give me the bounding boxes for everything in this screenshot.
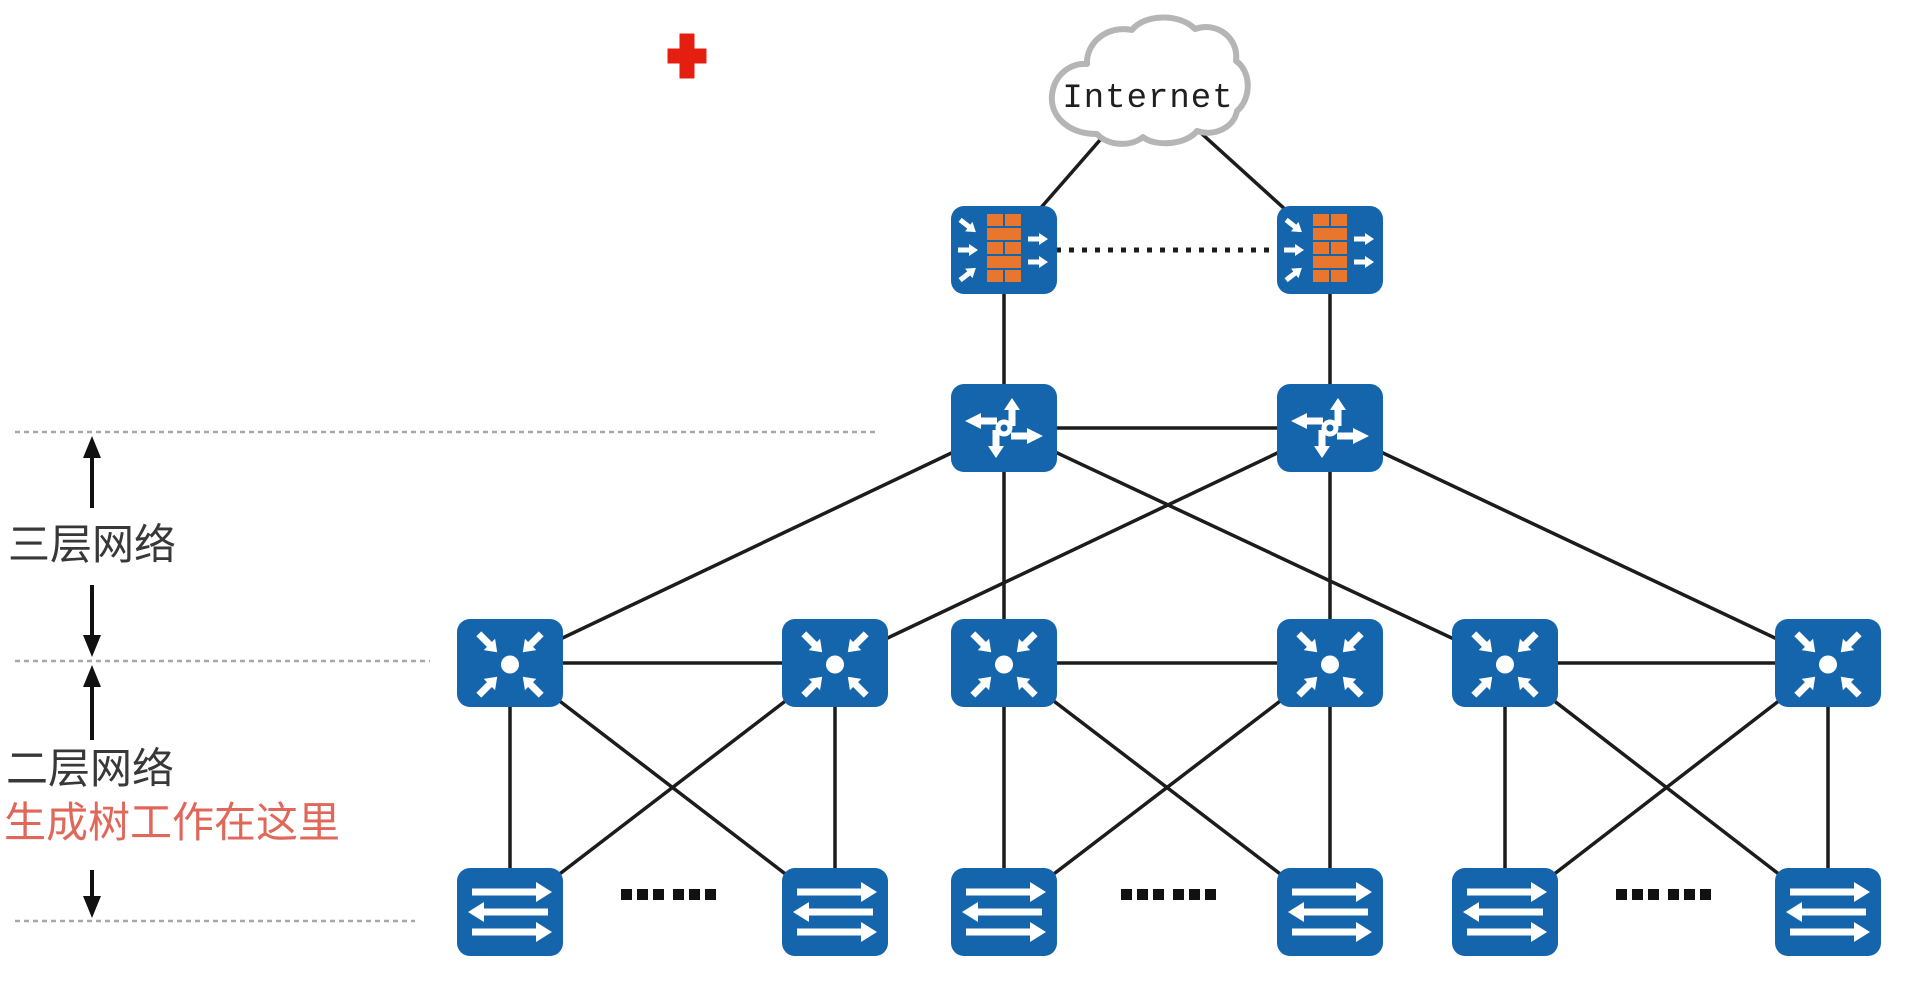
ellipsis-pod-3-dot-6: [1700, 889, 1711, 900]
internet-label: Internet: [1062, 80, 1234, 118]
link-agg-switch-2-access-switch-1: [508, 661, 837, 914]
access-switch-5-icon: [1452, 868, 1558, 956]
red-cross-marker: [667, 48, 707, 64]
agg-switch-6-icon: [1775, 619, 1881, 707]
link-core-router-2-agg-switch-6: [1329, 426, 1829, 665]
devices-layer: [457, 17, 1881, 956]
ellipsis-pod-3-dot-4: [1668, 889, 1679, 900]
ellipsis-pod-3-dot-1: [1616, 889, 1627, 900]
ellipsis-pod-1-dot-5: [689, 889, 700, 900]
layer3-network-label: 三层网络: [8, 521, 177, 568]
layer3-arrow-down-head: [83, 635, 101, 657]
ellipsis-pod-3-dot-2: [1632, 889, 1643, 900]
link-agg-switch-4-access-switch-3: [1002, 661, 1332, 914]
ellipsis-pod-2-dot-1: [1121, 889, 1132, 900]
access-switch-1-icon: [457, 868, 563, 956]
annotations-layer: [15, 33, 1711, 923]
agg-switch-5-icon: [1452, 619, 1558, 707]
ellipsis-pod-3-dot-3: [1648, 889, 1659, 900]
spanning-tree-note: 生成树工作在这里: [4, 799, 341, 846]
layer2-network-label: 二层网络: [6, 745, 175, 792]
agg-switch-4-icon: [1277, 619, 1383, 707]
access-switch-2-icon: [782, 868, 888, 956]
access-switch-4-icon: [1277, 868, 1383, 956]
core-router-1-icon: [951, 384, 1057, 472]
access-switch-6-icon: [1775, 868, 1881, 956]
layer3-arrow-up-head: [83, 436, 101, 458]
agg-switch-1-icon: [457, 619, 563, 707]
access-switch-3-icon: [951, 868, 1057, 956]
ellipsis-pod-1-dot-2: [637, 889, 648, 900]
ellipsis-pod-2-dot-3: [1153, 889, 1164, 900]
ellipsis-pod-3-dot-5: [1684, 889, 1695, 900]
firewall-2-icon: [1277, 206, 1383, 294]
agg-switch-2-icon: [782, 619, 888, 707]
ellipsis-pod-2-dot-5: [1189, 889, 1200, 900]
links-layer: [508, 83, 1830, 914]
firewall-1-icon: [951, 206, 1057, 294]
link-core-router-1-agg-switch-5: [1003, 426, 1506, 665]
ellipsis-pod-2-dot-2: [1137, 889, 1148, 900]
link-core-router-2-agg-switch-2: [834, 426, 1331, 665]
ellipsis-pod-2-dot-4: [1173, 889, 1184, 900]
link-core-router-1-agg-switch-1: [509, 426, 1005, 665]
ellipsis-pod-1-dot-6: [705, 889, 716, 900]
link-agg-switch-6-access-switch-5: [1503, 661, 1830, 914]
ellipsis-pod-1-dot-4: [673, 889, 684, 900]
ellipsis-pod-2-dot-6: [1205, 889, 1216, 900]
layer2-arrow-up-head: [83, 665, 101, 687]
core-router-2-icon: [1277, 384, 1383, 472]
layer2-arrow-down-head: [83, 896, 101, 918]
ellipsis-pod-1-dot-3: [653, 889, 664, 900]
agg-switch-3-icon: [951, 619, 1057, 707]
ellipsis-pod-1-dot-1: [621, 889, 632, 900]
